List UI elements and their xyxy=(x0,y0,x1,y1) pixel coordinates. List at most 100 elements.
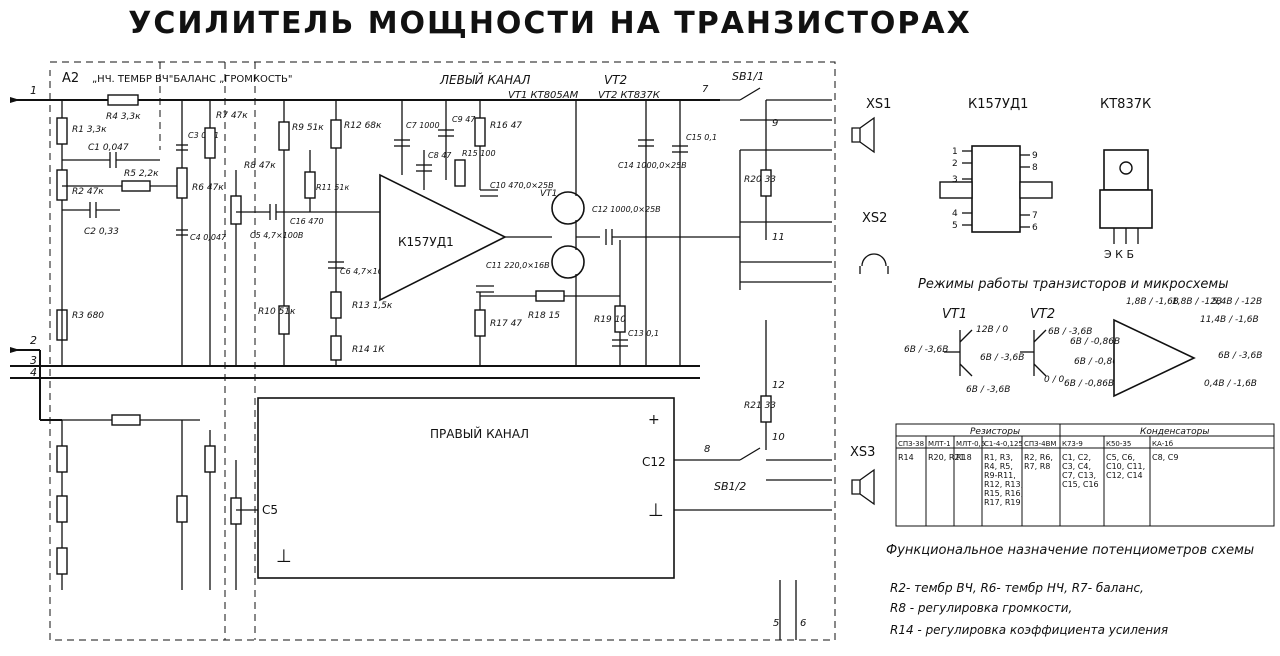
ic-package-tab-right xyxy=(1019,181,1053,199)
r20-label: R20 33 xyxy=(744,175,776,185)
r12-label: R12 68к xyxy=(344,121,382,131)
vt1-mode-emitter: 6В / -3,6В xyxy=(980,353,1024,363)
rc-r6 xyxy=(176,495,188,523)
ic-left-pin-4: 4 xyxy=(952,209,958,219)
table-header-6: К50-35 xyxy=(1106,440,1131,448)
c2-label: C2 0,33 xyxy=(84,227,119,237)
table-group-resistors: Резисторы xyxy=(970,427,1020,437)
r1-label: R1 3,3к xyxy=(72,125,107,135)
xs1-label: XS1 xyxy=(866,97,891,112)
r3-label: R3 680 xyxy=(72,311,104,321)
modes-caption: Режимы работы транзисторов и микросхемы xyxy=(918,277,1229,292)
r2-label: R2 47к xyxy=(72,187,104,197)
table-header-2: МЛТ-0,5 xyxy=(956,440,985,448)
r19-label: R19 10 xyxy=(594,315,626,325)
r4 xyxy=(107,94,139,106)
opamp-triangle xyxy=(379,173,507,302)
ic-left-pin-1: 1 xyxy=(952,147,958,157)
ic-mode-p9: 6В / -0,86В xyxy=(1070,337,1120,347)
r19 xyxy=(614,305,626,333)
vt1-mode-base: 6В / -3,6В xyxy=(904,345,948,355)
vt2-part-ref: VT2 xyxy=(604,73,627,87)
r11 xyxy=(304,171,316,199)
r17-label: R17 47 xyxy=(490,319,522,329)
transistor-pins: Э К Б xyxy=(1104,248,1134,261)
rc-r7 xyxy=(204,445,216,473)
ic-right-pin-7: 7 xyxy=(1032,211,1038,221)
table-header-7: КА-1б xyxy=(1152,440,1173,448)
table-cell-2: R18 xyxy=(956,453,972,462)
pin-in3: 3 xyxy=(30,354,37,367)
vt1-part-label: VT1 КТ805АМ xyxy=(508,90,579,101)
c4-label: C4 0,047 xyxy=(190,233,227,242)
ic-left-pin-2: 2 xyxy=(952,159,958,169)
vt2-mode-low: 0 / 0 xyxy=(1044,375,1064,385)
c12-label: C12 1000,0×25В xyxy=(592,205,661,214)
ic-mode-triangle xyxy=(1113,318,1196,398)
r1 xyxy=(56,117,68,145)
pin-p12: 12 xyxy=(772,380,785,391)
speaker-3-icon xyxy=(851,468,875,506)
r21 xyxy=(760,395,772,423)
table-cell-5: C1, C2,C3, C4,C7, C13,C15, C16 xyxy=(1062,453,1099,489)
ic-left-pin-3: 3 xyxy=(952,175,958,185)
r9-label: R9 51к xyxy=(292,123,324,133)
r8 xyxy=(230,195,242,225)
r8-label: R8 47к xyxy=(244,161,276,171)
c10-label: C10 470,0×25В xyxy=(490,181,554,190)
vt2-part-label: VT2 КТ837К xyxy=(598,90,661,101)
r10-label: R10 51к xyxy=(258,307,296,317)
pin-p9: 9 xyxy=(772,118,778,129)
table-header-3: С1-4-0,125 xyxy=(984,440,1023,448)
notes-line1: R2- тембр ВЧ, R6- тембр НЧ, R7- баланс, xyxy=(890,581,1144,595)
sb1-2-label: SB1/2 xyxy=(714,480,746,493)
vt1-mode-symbol xyxy=(944,329,973,377)
table-cell-3: R1, R3,R4, R5,R9-R11,R12, R13,R15, R16,R… xyxy=(984,453,1023,507)
c8-label: C8 47 xyxy=(428,151,452,160)
modes-vt1: VT1 xyxy=(942,307,967,322)
c1-label: C1 0,047 xyxy=(88,143,129,153)
r18-label: R18 15 xyxy=(528,311,560,321)
vt2-symbol xyxy=(551,245,585,279)
ic-right-pin-6: 6 xyxy=(1032,223,1038,233)
notes-heading: Функциональное назначение потенциометров… xyxy=(886,543,1254,558)
r17 xyxy=(474,309,486,337)
c13-label: C13 0,1 xyxy=(628,329,659,338)
controls-caption: „НЧ. ТЕМБР ВЧ"БАЛАНС „ГРОМКОСТЬ" xyxy=(92,74,292,85)
c9-label: C9 47 xyxy=(452,115,476,124)
r13-label: R13 1,5к xyxy=(352,301,393,311)
right-gnd-a: ⊥ xyxy=(648,500,664,521)
ic-package-title: К157УД1 xyxy=(968,97,1028,112)
board-name: A2 xyxy=(62,71,79,86)
c5-label: C5 4,7×100В xyxy=(250,231,303,240)
pin-p8: 8 xyxy=(704,444,710,455)
rc-r4 xyxy=(111,414,141,426)
r20 xyxy=(760,169,772,197)
right-channel-label: ПРАВЫЙ КАНАЛ xyxy=(430,426,529,441)
pin-in1: 1 xyxy=(30,84,37,97)
r6 xyxy=(176,167,188,199)
input-arrow xyxy=(10,97,20,103)
r4-label: R4 3,3к xyxy=(106,112,141,122)
r14-label: R14 1К xyxy=(352,345,385,355)
pin-in2: 2 xyxy=(30,334,37,347)
ic-mode-p6: 6В / -3,6В xyxy=(1218,351,1262,361)
transistor-package-hole xyxy=(1119,161,1133,175)
right-c5-label: C5 xyxy=(262,503,278,517)
ic-mode-p8: 6В / -0,86В xyxy=(1064,379,1114,389)
speaker-1-icon xyxy=(851,116,875,154)
pin-p5: 5 xyxy=(773,618,779,629)
transistor-package-body xyxy=(1099,189,1153,229)
pin-p10: 10 xyxy=(772,432,785,443)
r16 xyxy=(474,117,486,147)
r16-label: R16 47 xyxy=(490,121,522,131)
table-group-capacitors: Конденсаторы xyxy=(1140,427,1209,437)
vt2-mode-base: 6В / -0,86В xyxy=(1074,357,1124,367)
xs2-label: XS2 xyxy=(862,211,887,226)
ic-right-pin-9: 9 xyxy=(1032,151,1038,161)
rc-r1 xyxy=(56,445,68,473)
vt1-ref: VT1 xyxy=(540,189,557,199)
